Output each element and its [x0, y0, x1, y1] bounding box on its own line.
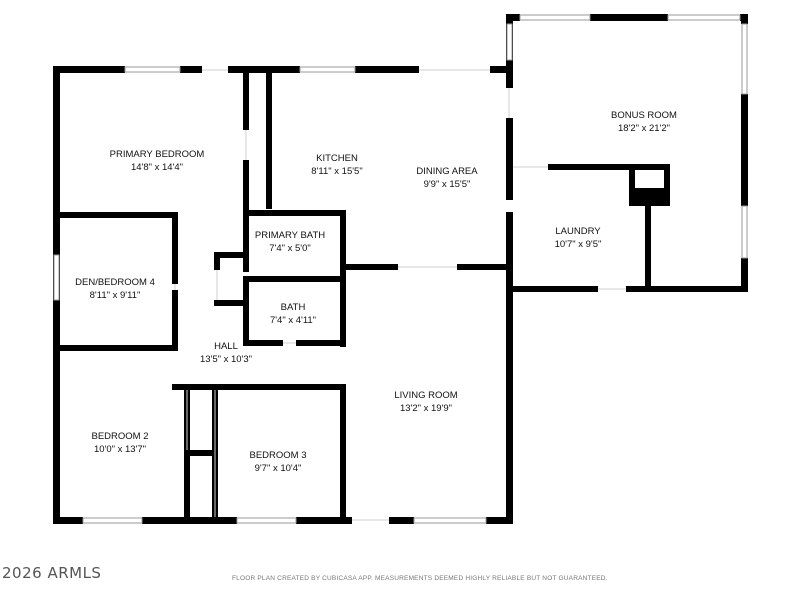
window [519, 14, 591, 21]
room-dims-hall: 13'5" x 10'3" [200, 354, 252, 365]
wall-bonus-column [629, 188, 670, 206]
window [413, 517, 487, 524]
wall-south-4 [389, 517, 414, 524]
window [741, 205, 748, 259]
room-labels: PRIMARY BEDROOM 14'8" x 14'4" KITCHEN 8'… [75, 110, 677, 474]
wall-den-north [53, 212, 178, 218]
room-dims-bedroom-3: 9'7" x 10'4" [255, 463, 302, 474]
room-dims-kitchen: 8'11" x 15'5" [311, 166, 362, 177]
wall-kitchen-west [266, 73, 272, 209]
wall-east-lower [506, 268, 513, 524]
wall-bed-closet-b [243, 160, 249, 214]
wall-bed-closet-a [243, 73, 249, 130]
wall-hall-south-2 [217, 384, 346, 390]
window [82, 517, 143, 524]
room-dims-bedroom-2: 10'0" x 13'7" [94, 444, 146, 455]
window [741, 23, 748, 95]
wall-laundry-east [645, 200, 651, 292]
wall-laundry-south-1 [506, 286, 598, 292]
wall-north-2 [180, 66, 202, 73]
wall-hall-closet-top [214, 252, 248, 258]
wall-bath-south-2 [296, 340, 346, 346]
disclaimer-text: FLOOR PLAN CREATED BY CUBICASA APP. MEAS… [232, 575, 608, 582]
wall-south-3 [296, 517, 352, 524]
wall-bath-west [243, 276, 249, 346]
room-dims-bath: 7'4" x 4'11" [270, 315, 316, 326]
room-dims-dining-area: 9'9" x 15'5" [424, 179, 471, 190]
wall-bonus-north-2 [590, 14, 668, 21]
room-name-bedroom-3: BEDROOM 3 [249, 450, 306, 461]
room-name-bonus-room: BONUS ROOM [611, 110, 677, 121]
wall-bonus-east-top [741, 14, 748, 24]
room-name-kitchen: KITCHEN [316, 153, 358, 164]
wall-laundry-south-2 [626, 286, 748, 292]
room-name-bath: BATH [281, 302, 306, 313]
wall-column-left [629, 164, 635, 194]
room-dims-den-bedroom-4: 8'11" x 9'11" [90, 290, 141, 301]
windows [53, 14, 748, 524]
room-name-den-bedroom-4: DEN/BEDROOM 4 [75, 277, 155, 288]
room-name-living-room: LIVING ROOM [394, 390, 457, 401]
wall-bonus-west-lower [506, 212, 513, 272]
walls [53, 14, 748, 524]
wall-bed3-east [340, 384, 346, 524]
room-name-primary-bedroom: PRIMARY BEDROOM [110, 149, 205, 160]
wall-north-3 [228, 66, 300, 73]
wall-south-1 [53, 517, 83, 524]
wall-closet-divider [184, 450, 218, 456]
room-dims-bonus-room: 18'2" x 21'2" [618, 123, 670, 134]
window [667, 14, 741, 21]
room-dims-living-room: 13'2" x 19'9" [400, 403, 452, 414]
room-dims-primary-bedroom: 14'8" x 14'4" [131, 162, 183, 173]
wall-den-east-2 [172, 290, 178, 350]
window [124, 66, 181, 73]
wall-living-north-2 [457, 264, 513, 270]
wall-north-1 [53, 66, 125, 73]
wall-bath-south-1 [243, 340, 283, 346]
wall-bonus-east-lower [741, 258, 748, 292]
wall-hall-closet-left [214, 252, 220, 270]
room-name-dining-area: DINING AREA [416, 166, 478, 177]
room-name-bedroom-2: BEDROOM 2 [91, 431, 148, 442]
wall-bonus-west-mid [506, 118, 513, 200]
wall-south-5 [486, 517, 513, 524]
window [506, 23, 513, 61]
wall-den-east-1 [172, 212, 178, 284]
room-name-laundry: LAUNDRY [555, 226, 601, 237]
room-name-hall: HALL [214, 341, 238, 352]
wall-laundry-north [548, 164, 666, 170]
room-dims-laundry: 10'7" x 9'5" [555, 239, 602, 250]
openings [174, 69, 626, 521]
wall-hall-south-1 [172, 384, 222, 390]
wall-north-5 [490, 66, 512, 73]
wall-pbath-south [243, 276, 346, 282]
wall-bonus-north-1 [506, 14, 520, 21]
wall-bonus-east-mid [741, 94, 748, 206]
wall-den-south [53, 345, 178, 351]
wall-pbath-west [243, 210, 249, 272]
copyright-watermark: 2026 ARMLS [2, 564, 102, 582]
wall-pbath-north [243, 210, 346, 216]
window [53, 254, 60, 301]
wall-column-right [664, 164, 670, 194]
wall-living-north-1 [346, 264, 398, 270]
wall-north-4 [355, 66, 419, 73]
window [299, 66, 356, 73]
room-dims-primary-bath: 7'4" x 5'0" [269, 243, 311, 254]
room-name-primary-bath: PRIMARY BATH [255, 230, 325, 241]
window [236, 517, 297, 524]
wall-hall-closet-bot [214, 300, 248, 306]
